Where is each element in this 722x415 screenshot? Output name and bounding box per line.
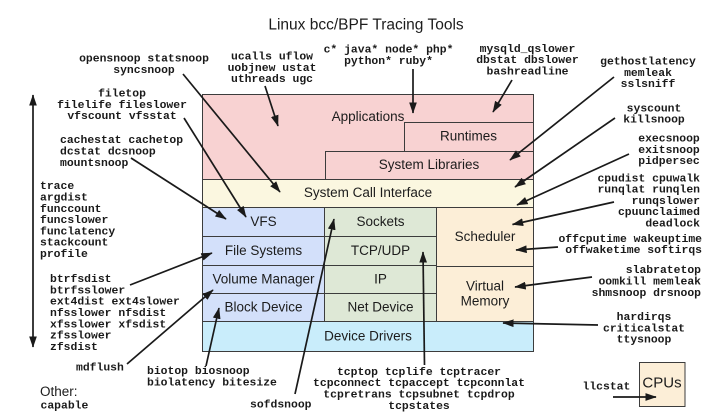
- svg-text:vfscount vfsstat: vfscount vfsstat: [67, 111, 176, 123]
- svg-text:capable: capable: [41, 400, 89, 412]
- svg-text:filelife fileslower: filelife fileslower: [57, 100, 187, 112]
- svg-text:slabratetop: slabratetop: [626, 265, 701, 277]
- svg-text:python* ruby*: python* ruby*: [344, 56, 433, 68]
- svg-text:System Libraries: System Libraries: [379, 157, 480, 172]
- svg-text:Net Device: Net Device: [347, 300, 413, 315]
- svg-text:System Call Interface: System Call Interface: [304, 185, 432, 200]
- svg-text:offcputime wakeuptime: offcputime wakeuptime: [558, 234, 702, 246]
- svg-text:syscount: syscount: [627, 103, 682, 115]
- svg-text:memleak: memleak: [624, 68, 672, 80]
- svg-text:mountsnoop: mountsnoop: [60, 158, 129, 170]
- svg-text:zfsslower: zfsslower: [50, 331, 112, 343]
- svg-text:profile: profile: [40, 249, 88, 261]
- svg-text:uthreads ugc: uthreads ugc: [231, 74, 313, 86]
- svg-text:hardirqs: hardirqs: [617, 312, 672, 324]
- svg-text:sofdsnoop: sofdsnoop: [250, 400, 312, 412]
- svg-text:llcstat: llcstat: [583, 382, 631, 394]
- svg-text:btrfsslower: btrfsslower: [50, 285, 125, 297]
- svg-text:funcslower: funcslower: [40, 215, 109, 227]
- svg-text:tcpconnect tcpaccept tcpconnla: tcpconnect tcpaccept tcpconnlat: [313, 378, 525, 390]
- svg-text:Runtimes: Runtimes: [440, 129, 497, 144]
- svg-text:Other:: Other:: [40, 384, 78, 399]
- svg-text:runqslower: runqslower: [632, 196, 701, 208]
- svg-text:funclatency: funclatency: [40, 226, 115, 238]
- svg-text:dbstat dbslower: dbstat dbslower: [476, 55, 579, 67]
- svg-text:Memory: Memory: [461, 294, 510, 309]
- svg-text:Virtual: Virtual: [466, 279, 504, 294]
- svg-text:funccount: funccount: [40, 204, 102, 216]
- svg-text:mysqld_qslower: mysqld_qslower: [480, 44, 576, 56]
- svg-text:File Systems: File Systems: [225, 243, 303, 258]
- svg-text:argdist: argdist: [40, 193, 88, 205]
- svg-text:btrfsdist: btrfsdist: [50, 274, 112, 286]
- svg-text:sslsniff: sslsniff: [621, 79, 676, 91]
- svg-text:VFS: VFS: [250, 214, 276, 229]
- svg-text:ext4dist ext4slower: ext4dist ext4slower: [50, 297, 180, 309]
- svg-text:Device Drivers: Device Drivers: [324, 329, 412, 344]
- svg-text:Sockets: Sockets: [356, 214, 404, 229]
- svg-text:tcptop tcplife tcptracer: tcptop tcplife tcptracer: [337, 367, 501, 379]
- svg-text:Block Device: Block Device: [224, 300, 302, 315]
- svg-text:nfsslower nfsdist: nfsslower nfsdist: [50, 308, 166, 320]
- svg-text:tcpretrans tcpsubnet tcpdrop: tcpretrans tcpsubnet tcpdrop: [323, 390, 515, 402]
- svg-text:execsnoop: execsnoop: [638, 134, 700, 146]
- svg-text:killsnoop: killsnoop: [623, 115, 685, 127]
- svg-text:ucalls uflow: ucalls uflow: [231, 52, 313, 64]
- svg-text:cpuunclaimed: cpuunclaimed: [618, 207, 700, 219]
- svg-text:trace: trace: [40, 181, 74, 193]
- svg-text:uobjnew ustat: uobjnew ustat: [228, 63, 317, 75]
- svg-text:c* java* node* php*: c* java* node* php*: [324, 45, 454, 57]
- svg-text:exitsnoop: exitsnoop: [638, 145, 700, 157]
- svg-text:Scheduler: Scheduler: [455, 229, 516, 244]
- svg-text:opensnoop statsnoop: opensnoop statsnoop: [79, 54, 209, 66]
- svg-text:xfsslower xfsdist: xfsslower xfsdist: [50, 319, 166, 331]
- svg-text:syncsnoop: syncsnoop: [113, 65, 175, 77]
- svg-text:cpudist cpuwalk: cpudist cpuwalk: [597, 173, 700, 185]
- svg-text:TCP/UDP: TCP/UDP: [351, 243, 410, 258]
- svg-text:stackcount: stackcount: [40, 238, 108, 250]
- svg-text:dcstat dcsnoop: dcstat dcsnoop: [60, 147, 156, 159]
- svg-text:IP: IP: [374, 272, 387, 287]
- svg-text:zfsdist: zfsdist: [50, 342, 98, 354]
- svg-text:gethostlatency: gethostlatency: [600, 57, 696, 69]
- svg-text:runqlat runqlen: runqlat runqlen: [597, 185, 700, 197]
- svg-text:offwaketime softirqs: offwaketime softirqs: [565, 245, 702, 257]
- svg-text:CPUs: CPUs: [642, 375, 681, 392]
- svg-text:biotop biosnoop: biotop biosnoop: [147, 366, 250, 378]
- svg-text:biolatency bitesize: biolatency bitesize: [147, 377, 277, 389]
- svg-text:cachestat cachetop: cachestat cachetop: [60, 135, 183, 147]
- svg-text:Linux bcc/BPF Tracing Tools: Linux bcc/BPF Tracing Tools: [268, 16, 464, 33]
- svg-text:bashreadline: bashreadline: [486, 67, 568, 79]
- svg-text:tcpstates: tcpstates: [388, 401, 450, 413]
- svg-text:shmsnoop drsnoop: shmsnoop drsnoop: [592, 288, 702, 300]
- svg-text:Volume Manager: Volume Manager: [212, 272, 315, 287]
- svg-text:criticalstat: criticalstat: [603, 323, 685, 335]
- svg-text:oomkill memleak: oomkill memleak: [598, 277, 701, 289]
- svg-text:deadlock: deadlock: [645, 219, 700, 231]
- svg-text:Applications: Applications: [332, 109, 405, 124]
- svg-text:pidpersec: pidpersec: [638, 156, 700, 168]
- svg-text:ttysnoop: ttysnoop: [617, 335, 672, 347]
- svg-text:mdflush: mdflush: [76, 363, 124, 375]
- svg-text:filetop: filetop: [98, 89, 146, 101]
